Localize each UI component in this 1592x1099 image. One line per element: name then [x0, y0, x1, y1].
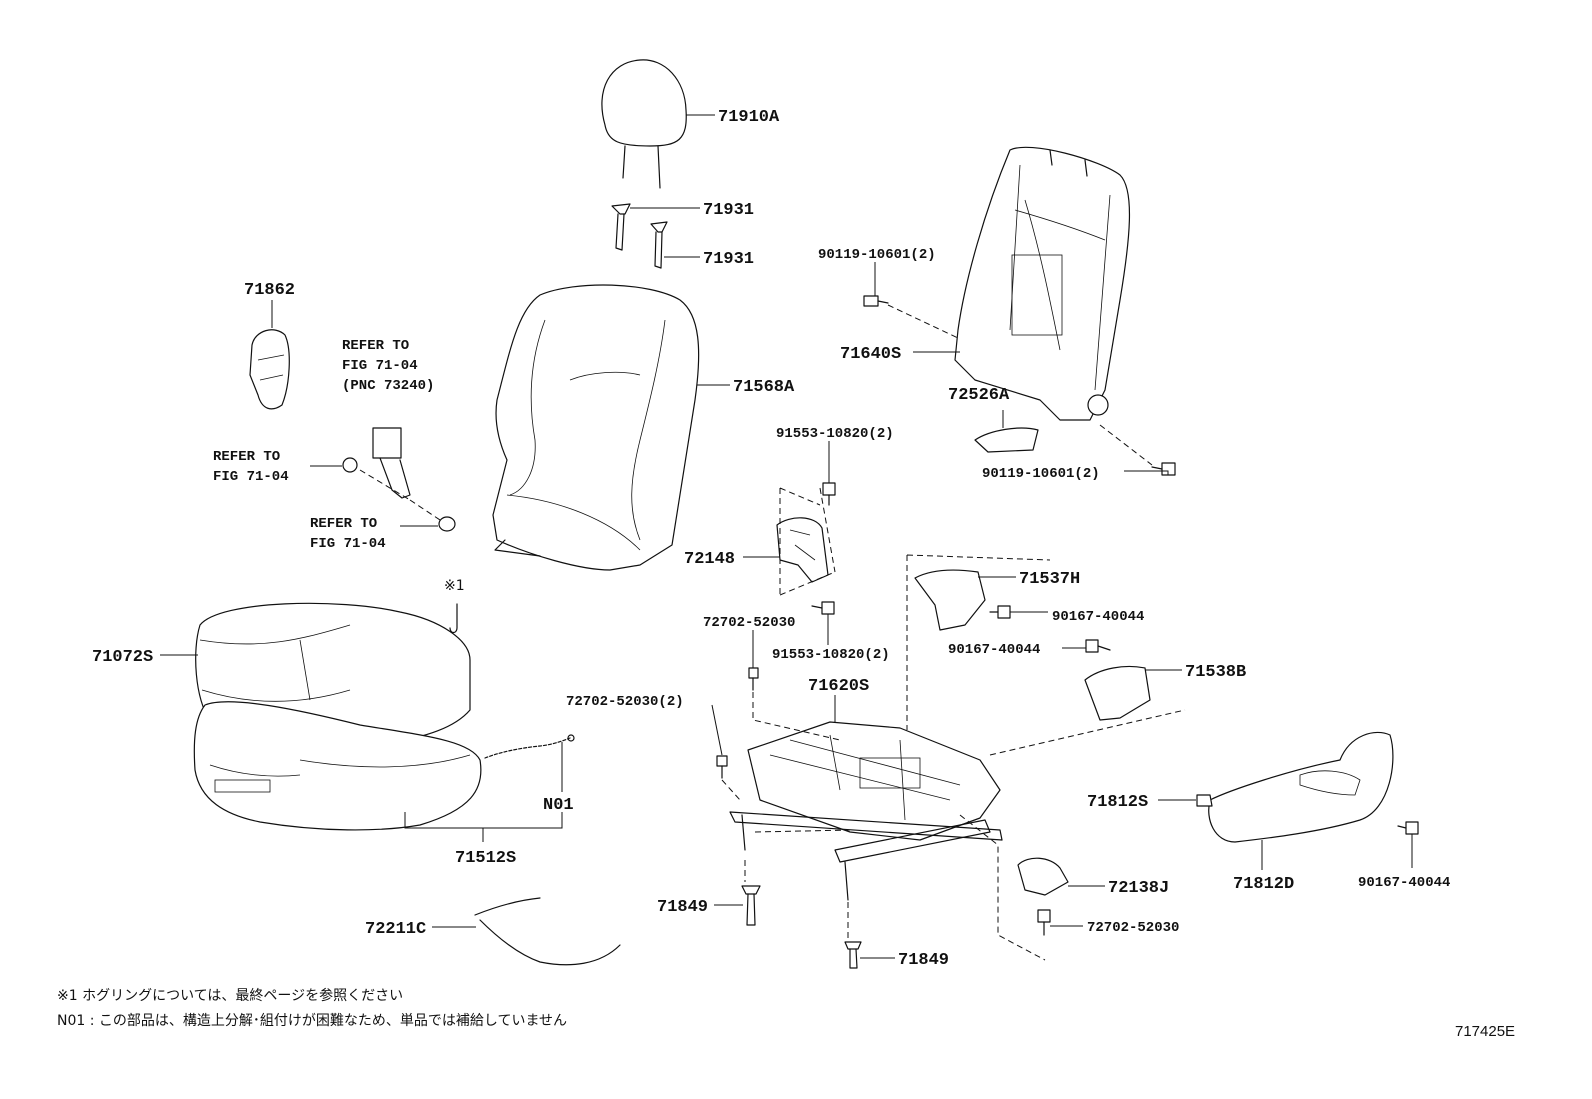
label-frame-bolt-upper: 90119-10601(2)	[818, 247, 936, 263]
shield-a-drawing	[914, 569, 986, 631]
track-screw-b	[716, 755, 728, 779]
label-headrest-support-upper: 71931	[703, 201, 754, 220]
label-seatback-cover: 71568A	[733, 378, 795, 397]
label-belt-guide: 71862	[244, 281, 295, 300]
label-headrest: 71910A	[718, 108, 780, 127]
label-shield-a: 71537H	[1019, 570, 1080, 589]
headrest-support-drawing	[611, 203, 668, 269]
label-bracket: 72148	[684, 550, 735, 569]
spring-wire-drawing	[474, 897, 621, 966]
headrest-drawing	[601, 59, 687, 189]
label-pad-wire: N01	[543, 796, 574, 815]
outer-cover-screw	[1397, 821, 1419, 835]
bracket-drawing	[776, 517, 829, 583]
cushion-pad-drawing	[193, 701, 482, 831]
label-bracket-bolt-lower: 91553-10820(2)	[772, 647, 890, 663]
label-outer-cover-screw: 90167-40044	[1358, 875, 1450, 891]
pad-wire-drawing	[484, 734, 575, 759]
ref-buckle-line2: FIG 71-04	[342, 358, 418, 374]
belt-guide-drawing	[249, 329, 290, 410]
outer-cover-drawing	[1208, 731, 1394, 843]
label-track-screw-a: 72702-52030	[703, 615, 795, 631]
shield-a-screw	[989, 605, 1011, 619]
label-outer-cover-clip: 71812S	[1087, 793, 1148, 812]
label-cushion-cover: 71072S	[92, 648, 153, 667]
ref-washer-line2: FIG 71-04	[310, 536, 386, 552]
clip-rear-drawing	[844, 941, 862, 969]
label-frame-bolt-lower: 90119-10601(2)	[982, 466, 1100, 482]
shield-b-drawing	[1084, 665, 1151, 721]
recliner-cover-drawing	[974, 427, 1039, 453]
track-cover-drawing	[1017, 857, 1069, 896]
label-track-cover: 72138J	[1108, 879, 1169, 898]
label-shield-a-screw: 90167-40044	[1052, 609, 1144, 625]
label-seatback-frame: 71640S	[840, 345, 901, 364]
ref-nut-line1: REFER TO	[213, 449, 280, 465]
hog-ring-icon	[449, 603, 458, 634]
label-shield-b-screw: 90167-40044	[948, 642, 1040, 658]
label-recliner-cover: 72526A	[948, 386, 1010, 405]
shield-b-screw	[1085, 639, 1111, 653]
label-bracket-bolt-upper: 91553-10820(2)	[776, 426, 894, 442]
outer-cover-clip-drawing	[1196, 794, 1213, 807]
label-spring-wire: 72211C	[365, 920, 426, 939]
bracket-bolt-upper	[822, 482, 836, 506]
note-hog-ring: ※1 ホグリングについては、最終ページを参照ください	[57, 987, 403, 1004]
label-track-cover-screw: 72702-52030	[1087, 920, 1179, 936]
frame-bolt-upper	[863, 295, 889, 307]
label-clip-rear: 71849	[898, 951, 949, 970]
frame-bolt-lower	[1151, 462, 1176, 476]
ref-washer-line1: REFER TO	[310, 516, 377, 532]
label-cushion-pad: 71512S	[455, 849, 516, 868]
bracket-bolt-lower	[811, 601, 835, 615]
buckle-drawing	[342, 427, 456, 532]
seat-track-drawing	[729, 721, 1003, 901]
label-track-screw-b: 72702-52030(2)	[566, 694, 684, 710]
ref-buckle-line1: REFER TO	[342, 338, 409, 354]
label-shield-b: 71538B	[1185, 663, 1246, 682]
label-headrest-support-lower: 71931	[703, 250, 754, 269]
track-cover-screw	[1037, 909, 1051, 936]
label-clip-front: 71849	[657, 898, 708, 917]
seatback-frame-drawing	[954, 146, 1131, 421]
illustration-code: 717425E	[1455, 1023, 1515, 1040]
label-outer-cover: 71812D	[1233, 875, 1294, 894]
track-screw-a	[748, 667, 759, 691]
seatback-cover-drawing	[492, 284, 700, 571]
hog-ring-mark: ※1	[444, 578, 465, 594]
clip-front-drawing	[741, 885, 761, 926]
ref-nut-line2: FIG 71-04	[213, 469, 289, 485]
ref-buckle-line3: (PNC 73240)	[342, 378, 434, 394]
label-seat-track: 71620S	[808, 677, 869, 696]
note-n01: N01 : この部品は、構造上分解･組付けが困難なため、単品では補給していません	[57, 1013, 567, 1029]
